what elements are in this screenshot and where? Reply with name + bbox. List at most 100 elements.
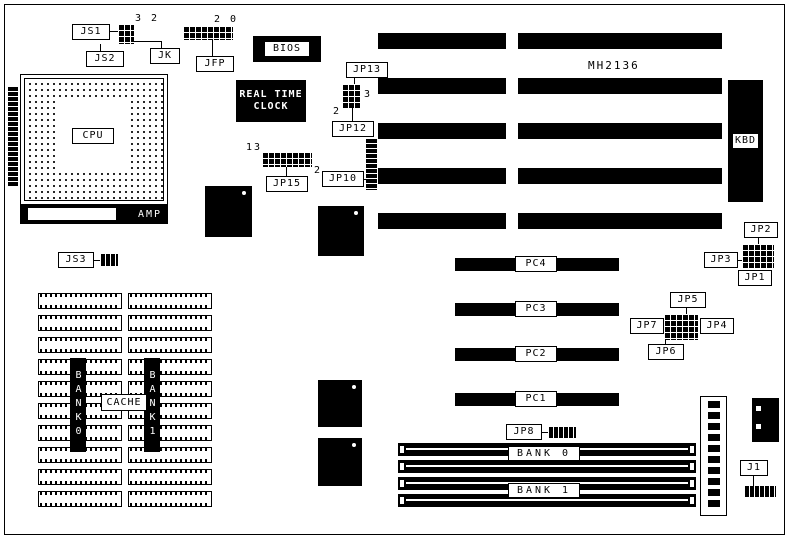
bios-chip: BIOS <box>253 36 321 62</box>
leader-line <box>758 238 759 244</box>
js2-label: JS2 <box>86 51 124 67</box>
cache-chip <box>128 337 212 353</box>
socket-lever <box>28 208 116 220</box>
kbd-connector: KBD <box>728 80 763 202</box>
leader-line <box>753 476 754 486</box>
amp-socket-strip: AMP <box>20 205 168 224</box>
simm-slot <box>398 460 696 473</box>
leader-line <box>542 432 548 433</box>
jp15-header <box>262 152 312 167</box>
isa-slot-segment <box>378 168 506 184</box>
cpu-side-connector <box>8 86 18 186</box>
js1-jk-header <box>118 24 134 44</box>
cache-bank0-strip: BANK0 <box>70 358 86 452</box>
cache-chip <box>128 491 212 507</box>
pc-slot-label: PC1 <box>515 391 557 407</box>
power-connector-pins <box>708 401 720 511</box>
leader-line <box>110 31 118 32</box>
leader-line <box>93 260 100 261</box>
kbd-label: KBD <box>731 133 760 149</box>
jp13-label: JP13 <box>346 62 388 78</box>
isa-slot-segment <box>518 123 722 139</box>
leader-line <box>362 179 367 180</box>
j1-label: J1 <box>740 460 768 476</box>
jfp-pin-number: 2 0 <box>214 14 239 25</box>
jp10-label: JP10 <box>322 171 364 187</box>
cache-chip <box>128 447 212 463</box>
cache-label: CACHE <box>101 394 147 411</box>
rtc-label-line1: REAL TIME <box>239 88 303 100</box>
pc-slot: PC3 <box>455 301 619 317</box>
jfp-label: JFP <box>196 56 234 72</box>
jk-pin-numbers: 3 2 <box>135 13 160 24</box>
leader-line <box>134 41 162 42</box>
jp3-label: JP3 <box>704 252 738 268</box>
isa-slot-segment <box>378 123 506 139</box>
simm-slot <box>398 494 696 507</box>
ic-chip <box>318 380 362 427</box>
pc-slot: PC1 <box>455 391 619 407</box>
jp8-header <box>548 427 576 438</box>
isa-slot-segment <box>378 78 506 94</box>
jp13-header <box>342 84 361 108</box>
leader-line <box>738 260 742 261</box>
cache-chip <box>128 359 212 375</box>
isa-slot-segment <box>518 168 722 184</box>
cpu-pin-grid <box>24 78 164 201</box>
jp15-pin13: 13 <box>246 142 263 153</box>
leader-line <box>161 41 162 48</box>
rtc-label-line2: CLOCK <box>253 101 289 112</box>
jp12-label: JP12 <box>332 121 374 137</box>
cache-bank1-strip: BANK1 <box>144 358 160 452</box>
cache-chip <box>128 315 212 331</box>
pc-slot-label: PC2 <box>515 346 557 362</box>
jk-label: JK <box>150 48 180 64</box>
power-connector <box>700 396 727 516</box>
ic-chip <box>318 206 364 256</box>
pc-slot: PC2 <box>455 346 619 362</box>
isa-slot-segment <box>518 213 722 229</box>
cache-bank1-label: BANK1 <box>147 370 158 440</box>
amp-label: AMP <box>137 209 162 220</box>
cpu-center: CPU <box>59 101 127 171</box>
cache-chip <box>38 469 122 485</box>
power-socket <box>752 398 779 442</box>
pc-slot: PC4 <box>455 256 619 272</box>
ic-chip <box>205 186 252 237</box>
jp10-header <box>366 138 377 190</box>
cache-chip <box>128 293 212 309</box>
cache-chip <box>128 425 212 441</box>
j1-header <box>744 486 776 497</box>
board-model-label: MH2136 <box>588 59 640 72</box>
cache-chip <box>128 469 212 485</box>
leader-line <box>354 78 355 84</box>
board-outline <box>4 4 785 535</box>
cache-chip <box>38 491 122 507</box>
jp15-label: JP15 <box>266 176 308 192</box>
jp123-header <box>742 244 774 268</box>
leader-line <box>686 308 687 314</box>
rtc-chip: REAL TIME CLOCK <box>236 80 306 122</box>
jp15-pin2: 2 <box>314 165 323 176</box>
isa-slot-segment <box>378 213 506 229</box>
jp4567-header <box>664 314 698 340</box>
pc-slot-label: PC3 <box>515 301 557 317</box>
leader-line <box>100 44 101 51</box>
leader-line <box>212 40 213 56</box>
jp2-label: JP2 <box>744 222 778 238</box>
ic-chip <box>318 438 362 486</box>
jp8-label: JP8 <box>506 424 542 440</box>
cpu-socket: CPU <box>20 74 168 205</box>
jfp-header <box>183 26 233 40</box>
simm-bank1-label: BANK 1 <box>508 483 580 498</box>
isa-slot-segment <box>518 78 722 94</box>
cache-chip <box>38 315 122 331</box>
jp13-pin2: 2 <box>333 106 342 117</box>
cache-chip <box>38 337 122 353</box>
jp6-label: JP6 <box>648 344 684 360</box>
cache-chip <box>38 293 122 309</box>
js1-label: JS1 <box>72 24 110 40</box>
leader-line <box>286 167 287 176</box>
js3-label: JS3 <box>58 252 94 268</box>
